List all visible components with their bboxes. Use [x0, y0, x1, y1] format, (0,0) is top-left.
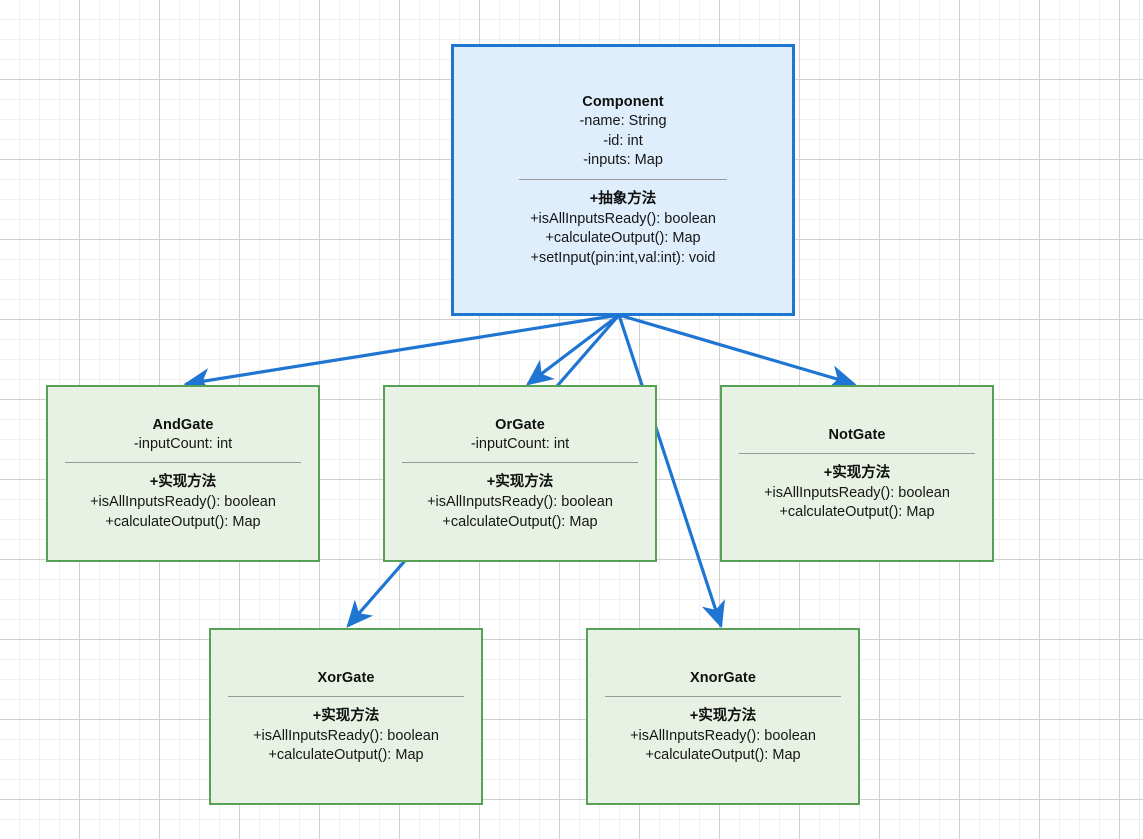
section-separator	[402, 462, 638, 464]
operation-item: +calculateOutput(): Map	[645, 747, 801, 763]
operation-item: +isAllInputsReady(): boolean	[530, 210, 716, 227]
operations-header: +实现方法	[312, 707, 380, 724]
section-separator	[65, 462, 301, 464]
operations-header: +实现方法	[823, 464, 891, 481]
class-box-component[interactable]: Component -name: String -id: int -inputs…	[451, 44, 795, 316]
operations-header: +实现方法	[689, 707, 757, 724]
attribute-item: -inputs: Map	[583, 152, 663, 168]
section-separator	[605, 695, 841, 697]
edge-component-orgate	[525, 313, 620, 386]
class-box-andgate[interactable]: AndGate -inputCount: int +实现方法 +isAllInp…	[46, 385, 320, 562]
operation-item: +isAllInputsReady(): boolean	[764, 484, 950, 501]
class-name-andgate: AndGate	[152, 416, 214, 433]
section-separator	[228, 695, 464, 697]
operation-list-component: +抽象方法 +isAllInputsReady(): boolean +calc…	[454, 189, 792, 269]
section-separator	[519, 178, 727, 180]
attribute-list-component: -name: String -id: int -inputs: Map	[454, 112, 792, 171]
attribute-item: -name: String	[579, 113, 667, 129]
attribute-list-orgate: -inputCount: int	[385, 435, 655, 455]
operation-item: +calculateOutput(): Map	[442, 513, 598, 530]
attribute-item: -id: int	[603, 132, 643, 149]
operation-item: +calculateOutput(): Map	[268, 747, 424, 763]
operation-list-notgate: +实现方法 +isAllInputsReady(): boolean +calc…	[722, 463, 992, 523]
operation-item: +isAllInputsReady(): boolean	[427, 494, 613, 511]
class-box-orgate[interactable]: OrGate -inputCount: int +实现方法 +isAllInpu…	[383, 385, 657, 562]
operation-item: +isAllInputsReady(): boolean	[253, 727, 439, 744]
operation-item: +setInput(pin:int,val:int): void	[530, 249, 716, 266]
class-box-xorgate[interactable]: XorGate +实现方法 +isAllInputsReady(): boole…	[209, 628, 483, 805]
section-separator	[739, 452, 975, 454]
operation-item: +calculateOutput(): Map	[779, 504, 935, 520]
operation-item: +calculateOutput(): Map	[545, 230, 701, 246]
operations-header: +抽象方法	[589, 190, 657, 207]
class-name-orgate: OrGate	[495, 416, 545, 433]
operation-list-xorgate: +实现方法 +isAllInputsReady(): boolean +calc…	[211, 706, 481, 766]
operation-item: +isAllInputsReady(): boolean	[630, 727, 816, 744]
class-name-xorgate: XorGate	[317, 669, 375, 686]
operation-item: +isAllInputsReady(): boolean	[90, 494, 276, 511]
edge-component-notgate	[618, 313, 857, 389]
operation-list-orgate: +实现方法 +isAllInputsReady(): boolean +calc…	[385, 472, 655, 532]
class-name-component: Component	[582, 94, 664, 110]
class-box-notgate[interactable]: NotGate +实现方法 +isAllInputsReady(): boole…	[720, 385, 994, 562]
operations-header: +实现方法	[486, 474, 554, 491]
operation-list-xnorgate: +实现方法 +isAllInputsReady(): boolean +calc…	[588, 706, 858, 766]
operation-list-andgate: +实现方法 +isAllInputsReady(): boolean +calc…	[48, 472, 318, 532]
attribute-list-andgate: -inputCount: int	[48, 435, 318, 455]
attribute-item: -inputCount: int	[470, 435, 570, 452]
edge-component-andgate	[183, 313, 620, 393]
operation-item: +calculateOutput(): Map	[105, 513, 261, 530]
class-name-notgate: NotGate	[828, 426, 886, 443]
attribute-item: -inputCount: int	[133, 435, 233, 452]
operations-header: +实现方法	[149, 474, 217, 491]
class-name-xnorgate: XnorGate	[689, 669, 757, 686]
class-box-xnorgate[interactable]: XnorGate +实现方法 +isAllInputsReady(): bool…	[586, 628, 860, 805]
